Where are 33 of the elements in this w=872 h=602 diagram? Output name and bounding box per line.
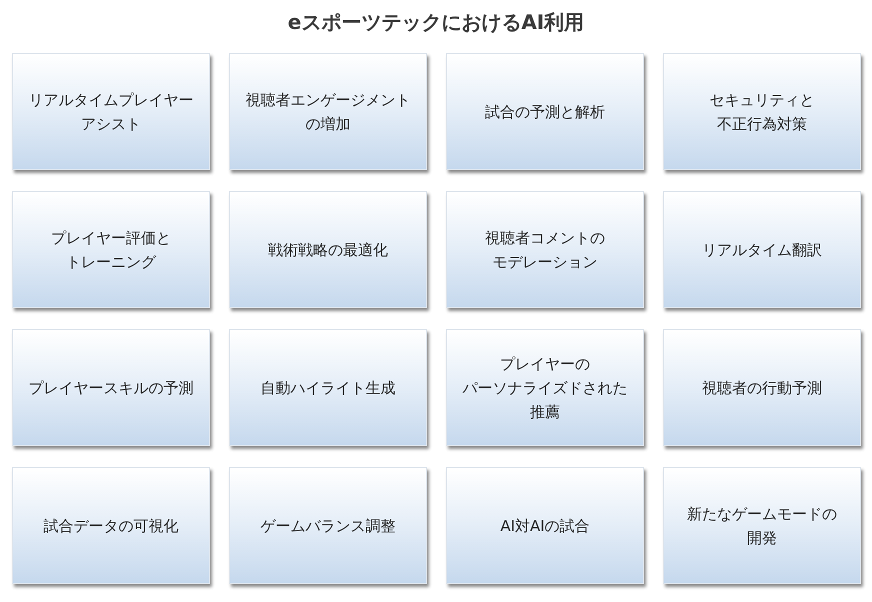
feature-label: 戦術戦略の最適化 [268, 240, 388, 260]
diagram-title: eスポーツテックにおけるAI利用 [288, 9, 584, 36]
feature-label: リアルタイム翻訳 [702, 240, 822, 260]
feature-label: 視聴者の行動予測 [702, 378, 822, 398]
feature-label: リアルタイムプレイヤーアシスト [28, 90, 194, 134]
feature-box [229, 467, 427, 584]
feature-box [12, 467, 210, 584]
feature-label: プレイヤー評価とトレーニング [50, 228, 172, 272]
feature-box [229, 329, 427, 446]
feature-label: AI対AIの試合 [500, 516, 590, 536]
feature-label: 新たなゲームモードの開発 [686, 504, 838, 548]
feature-label: プレイヤーのパーソナライズドされた推薦 [462, 354, 628, 422]
feature-box [663, 191, 861, 308]
feature-box [663, 329, 861, 446]
feature-label: 視聴者コメントのモデレーション [484, 228, 606, 272]
feature-box [446, 329, 644, 446]
feature-box [12, 53, 210, 170]
feature-label: ゲームバランス調整 [260, 516, 396, 536]
feature-label: 試合の予測と解析 [485, 102, 605, 122]
feature-box [446, 191, 644, 308]
feature-box [663, 467, 861, 584]
feature-box [663, 53, 861, 170]
feature-box [12, 191, 210, 308]
feature-label: 試合データの可視化 [44, 516, 178, 536]
feature-box [229, 191, 427, 308]
feature-label: 視聴者エンゲージメントの増加 [244, 90, 412, 134]
feature-label: プレイヤースキルの予測 [28, 378, 194, 398]
feature-box [12, 329, 210, 446]
feature-box [446, 467, 644, 584]
feature-box [229, 53, 427, 170]
feature-label: 自動ハイライト生成 [260, 378, 396, 398]
feature-box [446, 53, 644, 170]
feature-label: セキュリティと不正行為対策 [708, 90, 816, 134]
